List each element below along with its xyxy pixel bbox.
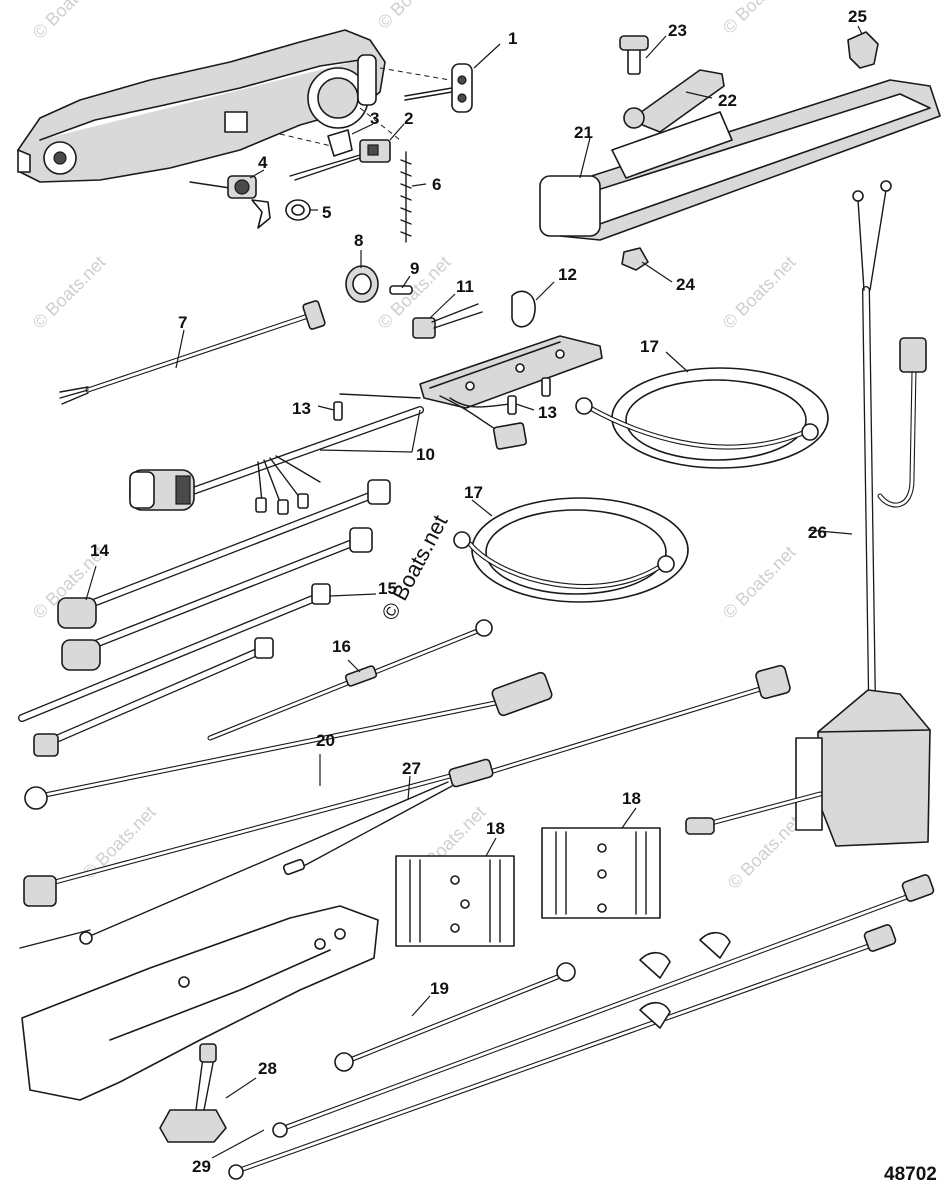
callout-label: 7	[178, 313, 187, 332]
callout-label: 13	[538, 403, 557, 422]
leader-lines	[85, 25, 863, 1159]
watermark: © Boats.net	[29, 0, 110, 43]
part-lines-15	[18, 583, 331, 757]
callout-label: 27	[402, 759, 421, 778]
callout-label: 18	[486, 819, 505, 838]
part-main-harness	[129, 406, 424, 515]
part-post-26	[685, 180, 931, 847]
part-battery-cable-lower	[453, 497, 689, 603]
callout-label: 20	[316, 731, 335, 750]
callout-label: 4	[258, 153, 268, 172]
callout-label: 13	[292, 399, 311, 418]
watermark: © Boats.net	[374, 0, 455, 33]
callout-label: 17	[640, 337, 659, 356]
watermark: © Boats.net	[719, 0, 800, 38]
part-screw-9	[389, 285, 413, 295]
callout-label: 24	[676, 275, 695, 294]
part-cover-28	[21, 905, 379, 1143]
callout-layer: 1 2 3 4 5 6 7 8 9 10 11 12 13 13 14 15 1…	[90, 7, 867, 1176]
callout-label: 12	[558, 265, 577, 284]
part-hoses-14	[57, 479, 391, 671]
part-connector-8	[345, 265, 379, 303]
watermark: © Boats.net	[724, 812, 805, 893]
part-nut-5	[285, 199, 311, 221]
callout-label: 6	[432, 175, 441, 194]
callout-label: 29	[192, 1157, 211, 1176]
part-spring	[400, 151, 412, 243]
part-retainer	[327, 129, 353, 157]
callout-label: 21	[574, 123, 593, 142]
callout-label: 1	[508, 29, 517, 48]
callout-label: 23	[668, 21, 687, 40]
part-tiller-housing	[17, 29, 451, 183]
callout-label: 26	[808, 523, 827, 542]
watermark: © Boats.net	[719, 542, 800, 623]
callout-label: 16	[332, 637, 351, 656]
part-bracket-harness	[339, 335, 603, 450]
callout-label: 22	[718, 91, 737, 110]
center-watermark: © Boats.net	[376, 511, 452, 625]
part-steering-cylinder	[539, 31, 941, 271]
part-control-cables-29	[228, 874, 935, 1180]
part-harness-27	[19, 664, 791, 949]
part-switch-plate	[404, 63, 473, 113]
part-screws-13	[333, 377, 551, 421]
part-cable-20	[24, 671, 553, 810]
callout-label: 8	[354, 231, 363, 250]
part-cable-tie	[511, 290, 536, 328]
callout-label: 19	[430, 979, 449, 998]
part-harness-7	[59, 300, 326, 405]
callout-label: 25	[848, 7, 867, 26]
part-cable-19	[334, 962, 576, 1072]
part-switch	[289, 139, 391, 181]
callout-label: 17	[464, 483, 483, 502]
callout-label: 18	[622, 789, 641, 808]
callout-label: 3	[370, 109, 379, 128]
callout-label: 14	[90, 541, 109, 560]
callout-label: 11	[456, 277, 474, 296]
figure-number: 48702	[884, 1164, 937, 1185]
part-battery-cable-upper	[575, 367, 829, 469]
part-plate-18b	[541, 827, 661, 919]
callout-label: 15	[378, 579, 397, 598]
part-plate-18a	[395, 855, 515, 947]
part-key-switch	[189, 175, 271, 229]
callout-label: 28	[258, 1059, 277, 1078]
part-fuse-holder	[412, 303, 483, 339]
callout-label: 2	[404, 109, 413, 128]
callout-label: 9	[410, 259, 419, 278]
watermark: © Boats.net	[719, 252, 800, 333]
part-cable-16	[207, 619, 493, 741]
watermark: © Boats.net	[29, 252, 110, 333]
callout-label: 5	[322, 203, 331, 222]
callout-label: 10	[416, 445, 435, 464]
